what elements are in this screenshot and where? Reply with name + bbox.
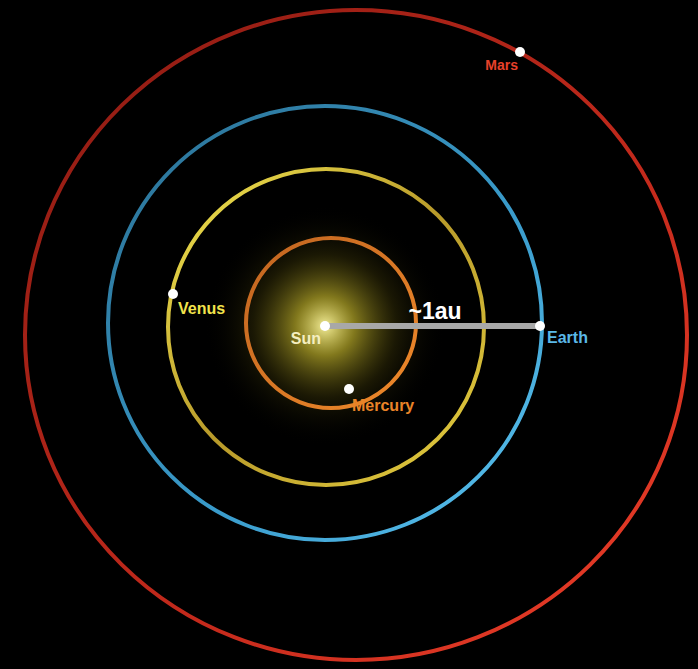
distance-label: ~1au — [408, 300, 461, 323]
earth-dot — [535, 321, 545, 331]
planet-label: Mars — [485, 58, 518, 72]
earth-orbit — [108, 106, 542, 540]
distance-bar — [325, 323, 540, 329]
mars-dot — [515, 47, 525, 57]
planet-label: Earth — [547, 330, 588, 346]
mercury-dot — [344, 384, 354, 394]
star-label: Sun — [291, 331, 321, 347]
planet-label: Venus — [178, 301, 225, 317]
planet-label: Mercury — [352, 398, 414, 414]
venus-dot — [168, 289, 178, 299]
sun-dot — [320, 321, 330, 331]
mars-orbit — [25, 10, 687, 660]
